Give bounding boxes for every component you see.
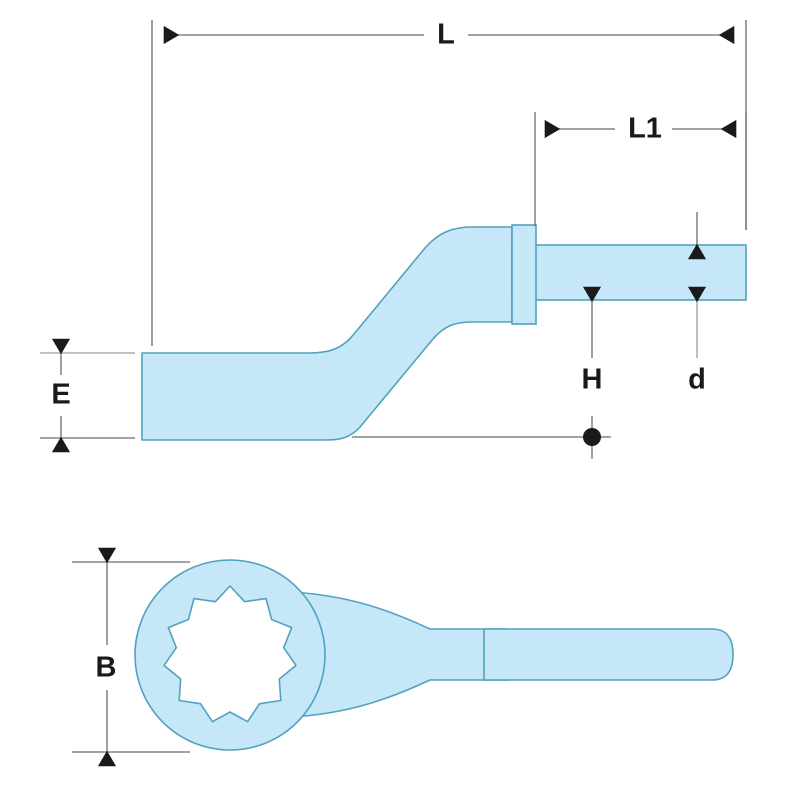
wrench-shaft-plan bbox=[483, 628, 734, 681]
dimension-E-label: E bbox=[51, 379, 70, 411]
wrench-collar-side bbox=[511, 224, 537, 325]
dimension-L1-label: L1 bbox=[628, 113, 662, 145]
centre-axis-group bbox=[352, 416, 611, 459]
dimension-L: L bbox=[151, 19, 747, 346]
dimension-d-label: d bbox=[688, 364, 706, 396]
ring-head-twelve-point-profile bbox=[163, 585, 297, 723]
plan-view-part bbox=[134, 559, 734, 751]
dimension-E: E bbox=[40, 338, 135, 453]
dimension-H-label: H bbox=[582, 364, 603, 396]
wrench-body-side-profile bbox=[141, 226, 513, 441]
centre-point-marker bbox=[583, 428, 601, 446]
dimension-H: H bbox=[582, 286, 603, 396]
dimension-d: d bbox=[687, 212, 707, 396]
dimension-L1: L1 bbox=[534, 112, 747, 230]
dimension-B: B bbox=[72, 547, 190, 767]
side-view-part bbox=[141, 224, 747, 441]
dimension-L-label: L bbox=[437, 19, 455, 51]
wrench-shaft-side bbox=[511, 244, 747, 301]
dimension-B-label: B bbox=[96, 652, 117, 684]
